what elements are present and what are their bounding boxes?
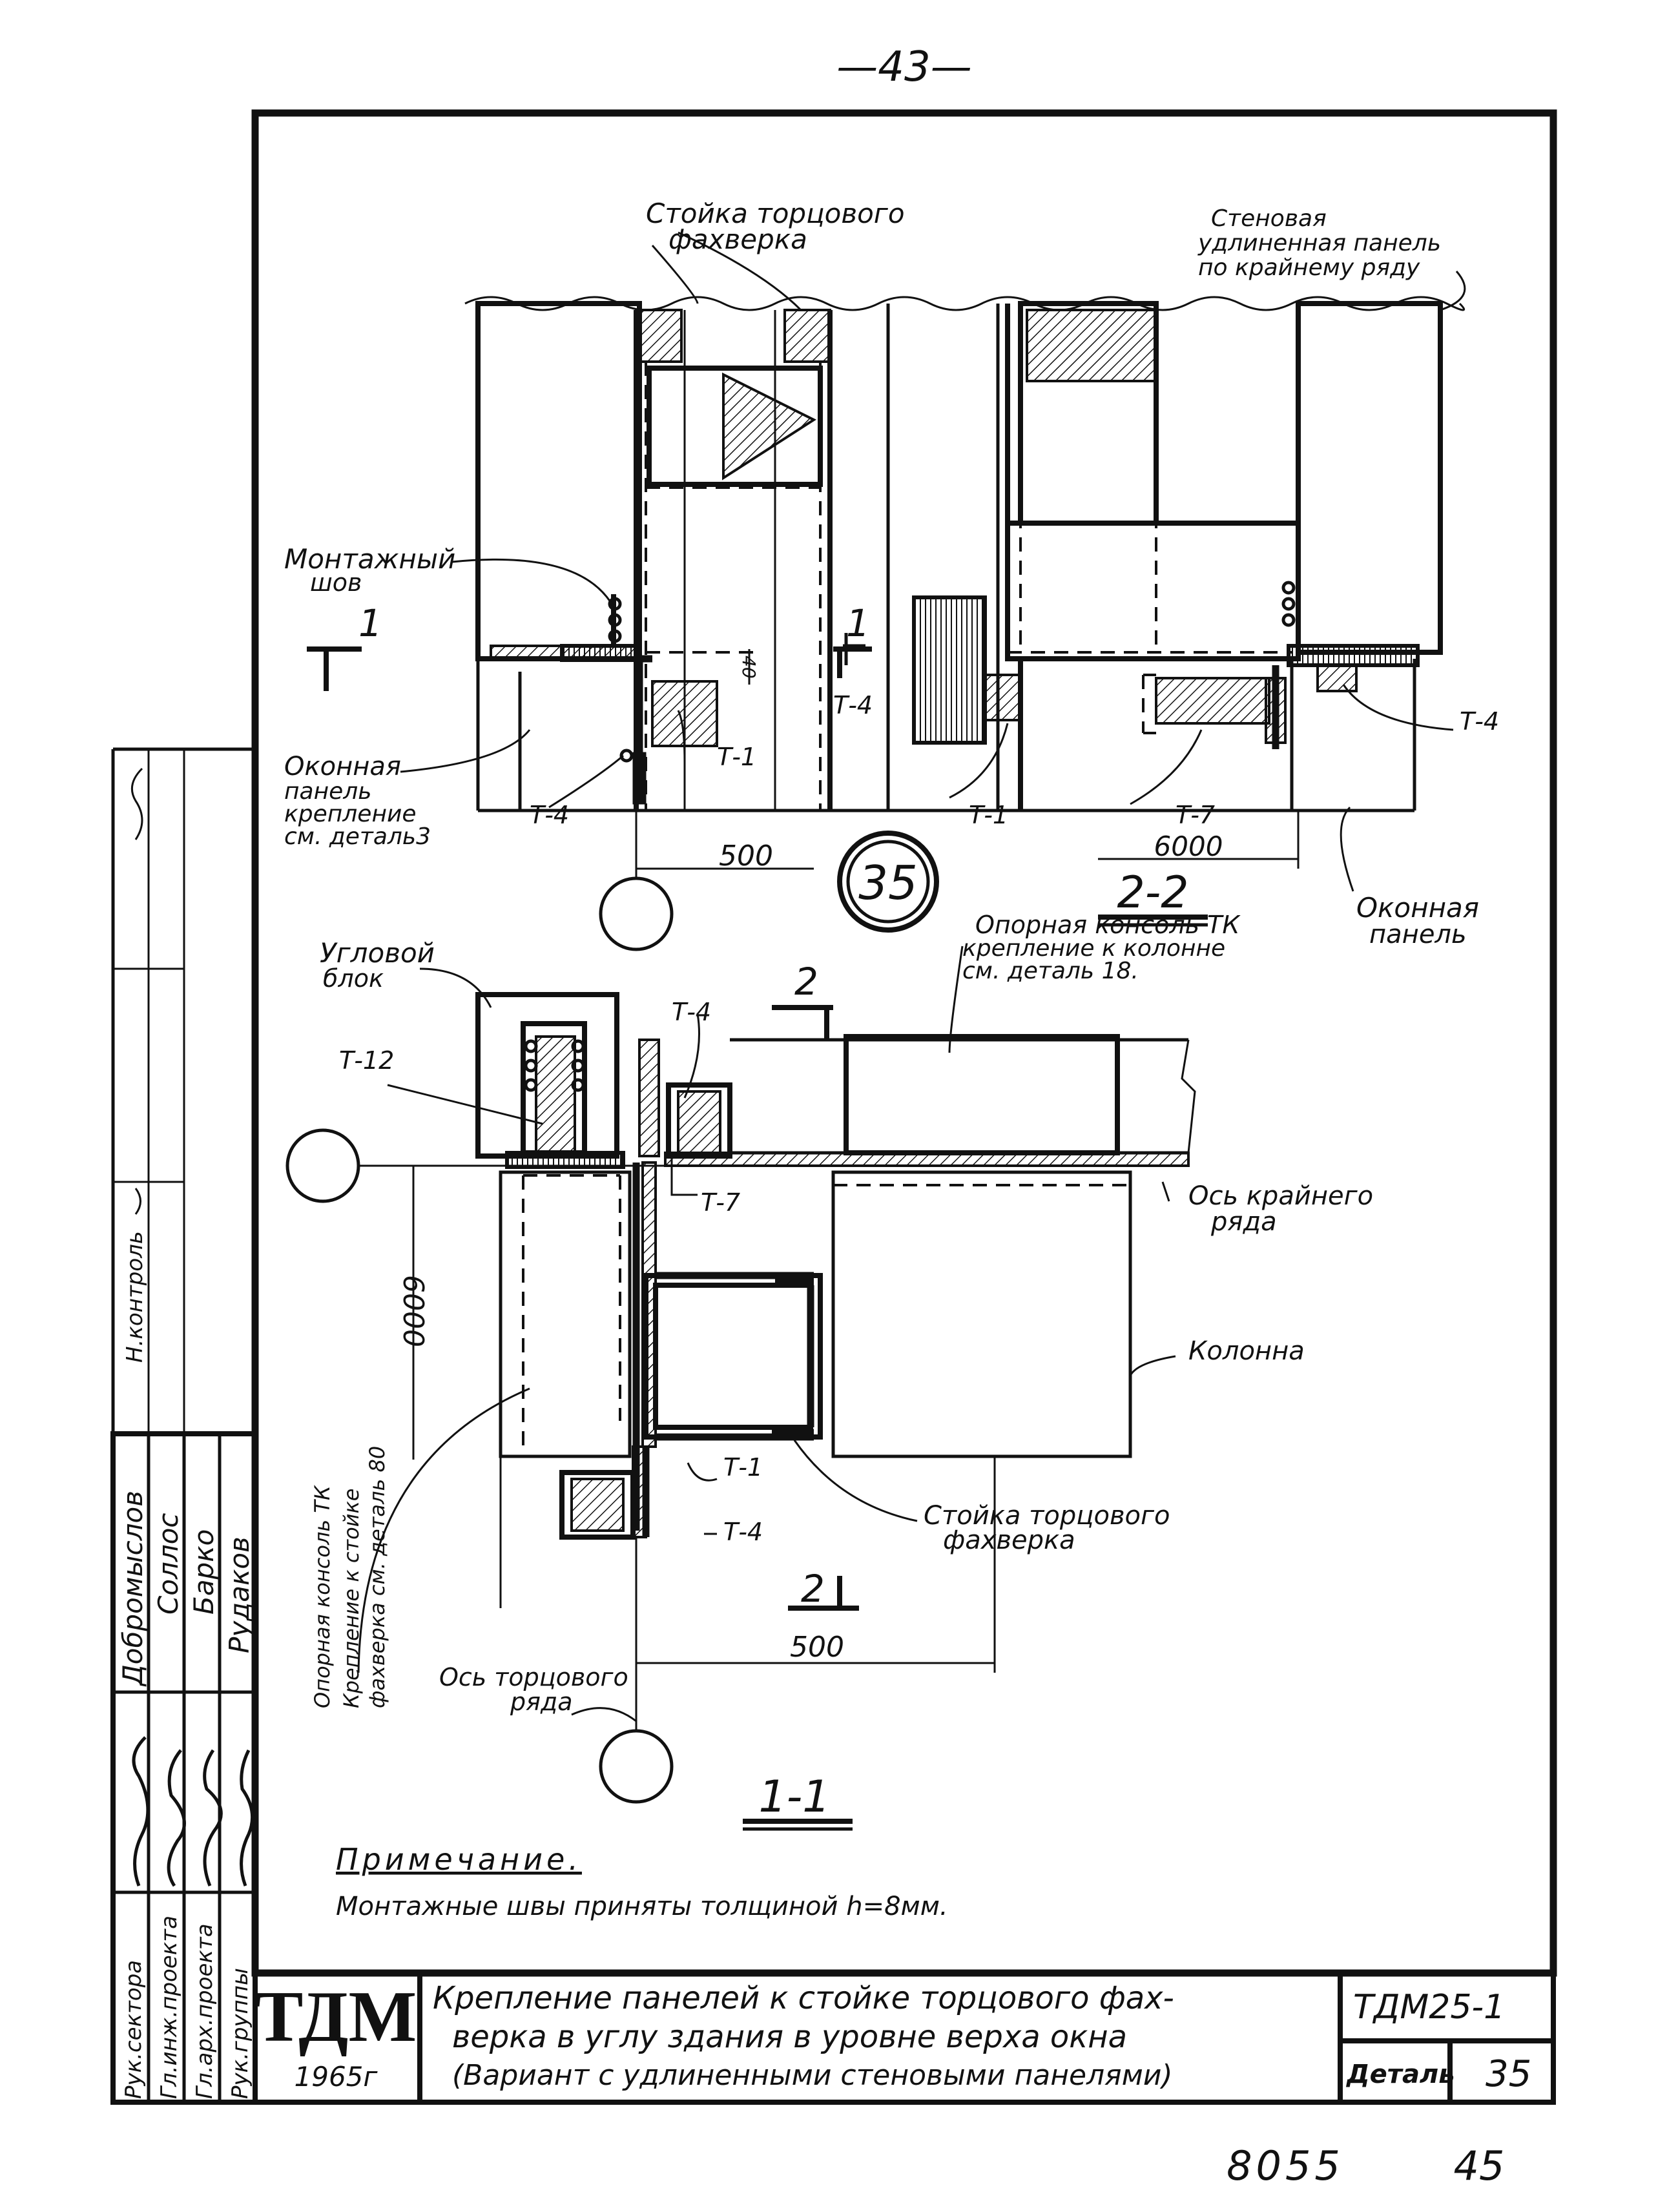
- callout-post-top-1: Стойка торцового: [646, 198, 905, 229]
- stamp-role-3: Гл.арх.проекта: [192, 1923, 218, 2099]
- wall-panel-right: [1296, 301, 1443, 655]
- axis-circle-bottom: [599, 1729, 674, 1804]
- callout-console-top-1: Опорная консоль ТК: [975, 911, 1241, 939]
- section-mark-2-bottom: 2: [801, 1567, 825, 1611]
- callout-post-bottom-1: Стойка торцового: [924, 1501, 1170, 1531]
- post-section: [643, 1273, 823, 1440]
- callout-end-axis-1: Ось торцового: [439, 1663, 628, 1691]
- mark-t4-a: Т-4: [672, 998, 711, 1026]
- mark-t1-b: Т-1: [717, 743, 756, 771]
- callout-wall-panel-1: Стеновая: [1211, 205, 1327, 232]
- mark-t1-c: Т-1: [969, 801, 1008, 829]
- title-code: ТДМ25-1: [1353, 1988, 1505, 2027]
- mark-t4-d: Т-4: [530, 801, 569, 829]
- position-marks: Т-4 Т-12 Т-7 Т-1 Т-4 Т-4 Т-1 Т-4 Т-1 Т-7…: [339, 691, 1499, 1546]
- stamp-name-1: Добромыслов: [117, 1491, 149, 1687]
- callout-window-right-2: панель: [1369, 920, 1467, 949]
- section-mark-1-right: 1: [846, 601, 870, 645]
- callout-window-left-4: см. деталь3: [284, 823, 431, 850]
- callout-console-top-3: см. деталь 18.: [962, 958, 1139, 984]
- callout-window-right-1: Оконная: [1356, 892, 1479, 924]
- view-1-1: 500 6000 2 2: [285, 960, 1196, 1804]
- leader-lines: [357, 231, 1466, 1722]
- title-line-3: (Вариант с удлиненными стеновыми панелям…: [452, 2059, 1173, 2092]
- callout-wall-panel-2: удлиненная панель: [1197, 230, 1441, 256]
- stamp-role-2: Гл.инж.проекта: [156, 1916, 182, 2099]
- page-number: —43—: [836, 43, 971, 91]
- callout-wall-panel-3: по крайнему ряду: [1198, 254, 1420, 281]
- sheet-code: 8055: [1227, 2142, 1344, 2189]
- note-heading: Примечание.: [336, 1842, 582, 1877]
- mark-t1-a: Т-1: [723, 1453, 763, 1482]
- dim-500-lower: 500: [790, 1631, 844, 1664]
- org-logo-text: ТДМ: [255, 1977, 417, 2057]
- dim-6000-upper: 6000: [1154, 831, 1223, 862]
- section-mark-1-left: 1: [358, 601, 382, 645]
- axis-circle-left: [285, 1128, 360, 1203]
- dim-6000-lower: 6000: [397, 1275, 430, 1347]
- callout-console-top-2: крепление к колонне: [962, 935, 1225, 962]
- callout-console-rot-2: Крепление к стойке: [339, 1489, 364, 1708]
- callout-window-left-1: Оконная: [284, 752, 401, 781]
- detail-circle: [837, 831, 939, 933]
- callout-window-left-2: панель: [284, 778, 372, 805]
- callout-post-top-2: фахверка: [668, 223, 807, 255]
- callout-console-rot-3: фахверка см. деталь 80: [365, 1446, 389, 1708]
- callout-corner-block-1: Угловой: [320, 937, 435, 969]
- mark-t7-b: Т-7: [1176, 801, 1215, 829]
- stamp-role-1: Рук.сектора: [121, 1960, 147, 2099]
- detail-number: 35: [1486, 2053, 1531, 2095]
- title-line-2: верка в углу здания в уровне верха окна: [452, 2019, 1127, 2055]
- callouts: Стойка торцового фахверка Стеновая удлин…: [284, 198, 1479, 1716]
- mark-t4-c: Т-4: [833, 691, 873, 719]
- column: [831, 1170, 1132, 1458]
- stamp-top-label: Н.контроль: [122, 1231, 148, 1363]
- callout-window-left-3: крепление: [284, 801, 417, 827]
- callout-post-bottom-2: фахверка: [943, 1525, 1075, 1555]
- callout-column: Колонна: [1188, 1336, 1305, 1366]
- window-opening: [647, 366, 823, 487]
- section-title-1-1: 1-1: [758, 1772, 830, 1823]
- detail-number-circle: 35: [858, 856, 918, 910]
- mark-t4-e: Т-4: [1460, 707, 1499, 736]
- support-console-top: [844, 1034, 1120, 1155]
- mark-t12: Т-12: [339, 1046, 394, 1075]
- stamp-name-2: Соллос: [152, 1513, 184, 1615]
- stamp-role-4: Рук.группы: [227, 1968, 253, 2099]
- callout-outer-axis-1: Ось крайнего: [1188, 1181, 1373, 1211]
- detail-label: Деталь: [1345, 2060, 1455, 2089]
- stamp-name-3: Барко: [188, 1529, 220, 1615]
- dim-40: 40: [738, 656, 760, 679]
- stamp-name-4: Рудаков: [223, 1536, 255, 1653]
- section-title-2-2: 2-2: [1117, 867, 1188, 918]
- callout-outer-axis-2: ряда: [1210, 1207, 1277, 1237]
- view-2-2: 40: [307, 296, 1466, 951]
- dim-500-upper: 500: [719, 840, 773, 873]
- drawing-frame: [251, 109, 1557, 1977]
- callout-mount-seam-1: Монтажный: [284, 543, 455, 575]
- mark-t7-a: Т-7: [701, 1188, 740, 1217]
- callout-mount-seam-2: шов: [310, 568, 362, 597]
- callout-corner-block-2: блок: [323, 964, 384, 993]
- title-line-1: Крепление панелей к стойке торцового фах…: [433, 1980, 1174, 2016]
- title-block: ТДМ 1965г Крепление панелей к стойке тор…: [253, 1970, 1556, 2105]
- side-stamp: Рук.сектора Гл.инж.проекта Гл.арх.проект…: [110, 747, 258, 2105]
- note-text: Монтажные швы приняты толщиной h=8мм.: [336, 1892, 948, 1921]
- axis-circle-upper: [599, 876, 674, 951]
- callout-end-axis-2: ряда: [510, 1688, 573, 1716]
- mark-t4-b: Т-4: [723, 1518, 763, 1546]
- title-year: 1965г: [295, 2061, 378, 2093]
- callout-console-rot-1: Опорная консоль ТК: [310, 1485, 335, 1708]
- t4-block-middle: [912, 595, 987, 745]
- section-mark-2-top: 2: [794, 960, 818, 1004]
- sheet-number: 45: [1454, 2142, 1505, 2189]
